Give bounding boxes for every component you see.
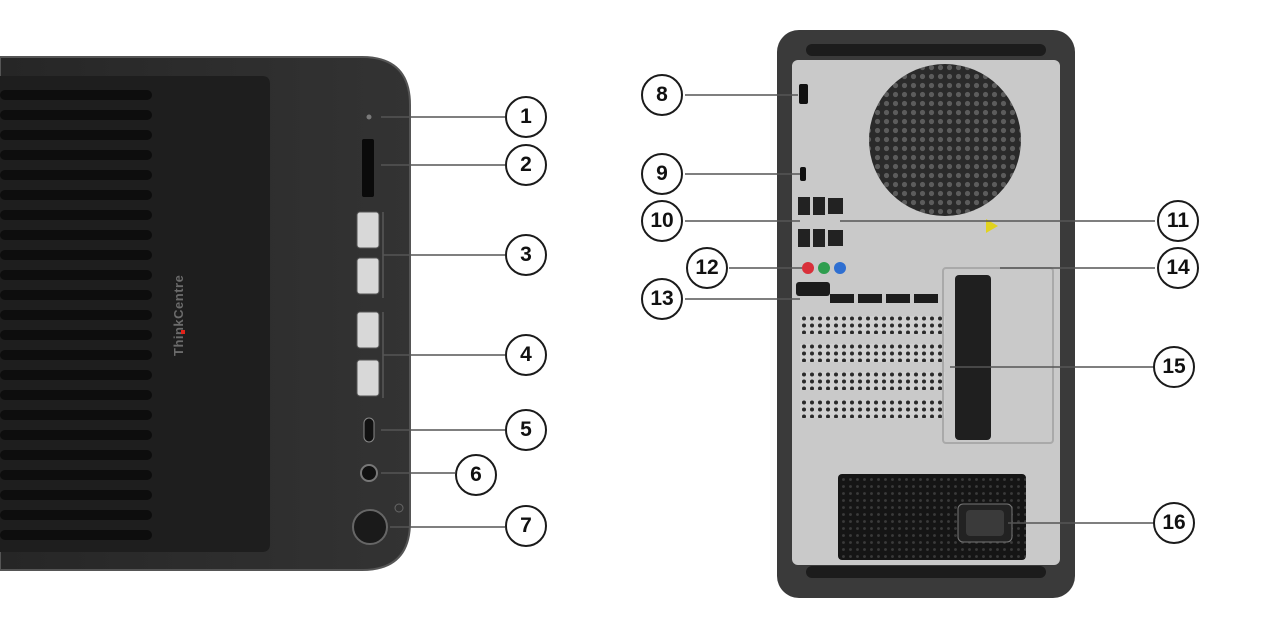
callout-13: 13 (641, 278, 683, 320)
callout-10: 10 (641, 200, 683, 242)
callout-9: 9 (641, 153, 683, 195)
bottom-handle (806, 566, 1046, 578)
lock-slot-9 (800, 167, 806, 181)
audio-green-jack (818, 262, 830, 274)
front-leader-lines (381, 116, 505, 528)
callout-6: 6 (455, 454, 497, 496)
callout-11: 11 (1157, 200, 1199, 242)
power-icon (394, 503, 404, 513)
callout-2: 2 (505, 144, 547, 186)
front-vent-slats (0, 90, 152, 540)
usb-a-port-4a (356, 311, 380, 349)
ethernet-ports-11 (828, 198, 843, 246)
warning-label-icon (986, 219, 998, 233)
thinkcentre-logo-dot (181, 330, 185, 334)
usb-rear-ports-10 (798, 197, 825, 247)
power-inlet-socket (966, 510, 1004, 536)
thinkcentre-logo: ThinkCentre (171, 275, 186, 356)
audio-jack-6 (360, 464, 378, 482)
usb-a-port-4b (356, 359, 380, 397)
callout-4: 4 (505, 334, 547, 376)
callout-14: 14 (1157, 247, 1199, 289)
callout-8: 8 (641, 74, 683, 116)
callout-7: 7 (505, 505, 547, 547)
activity-led-1 (366, 114, 372, 120)
rear-leader-lines (685, 94, 1155, 524)
slot-bracket-14 (942, 267, 1054, 444)
audio-red-jack-12 (802, 262, 814, 274)
sd-card-slot-2 (362, 139, 374, 197)
displayport-ports (830, 294, 938, 303)
power-button-7 (352, 509, 388, 545)
callout-1: 1 (505, 96, 547, 138)
callout-16: 16 (1153, 502, 1195, 544)
expansion-slots-15 (800, 316, 945, 418)
usb-c-port-5 (363, 417, 375, 443)
top-handle (806, 44, 1046, 56)
callout-5: 5 (505, 409, 547, 451)
rear-fan-mesh (869, 64, 1021, 216)
audio-blue-jack (834, 262, 846, 274)
kensington-slot-8 (799, 84, 808, 104)
rear-view (685, 30, 1155, 598)
side-cover-latch (955, 275, 991, 440)
usb-a-port-3a (356, 211, 380, 249)
displayport-bracket-13 (796, 282, 830, 296)
callout-15: 15 (1153, 346, 1195, 388)
usb-a-port-3b (356, 257, 380, 295)
callout-3: 3 (505, 234, 547, 276)
front-view: ThinkCentre (0, 56, 505, 571)
callout-12: 12 (686, 247, 728, 289)
